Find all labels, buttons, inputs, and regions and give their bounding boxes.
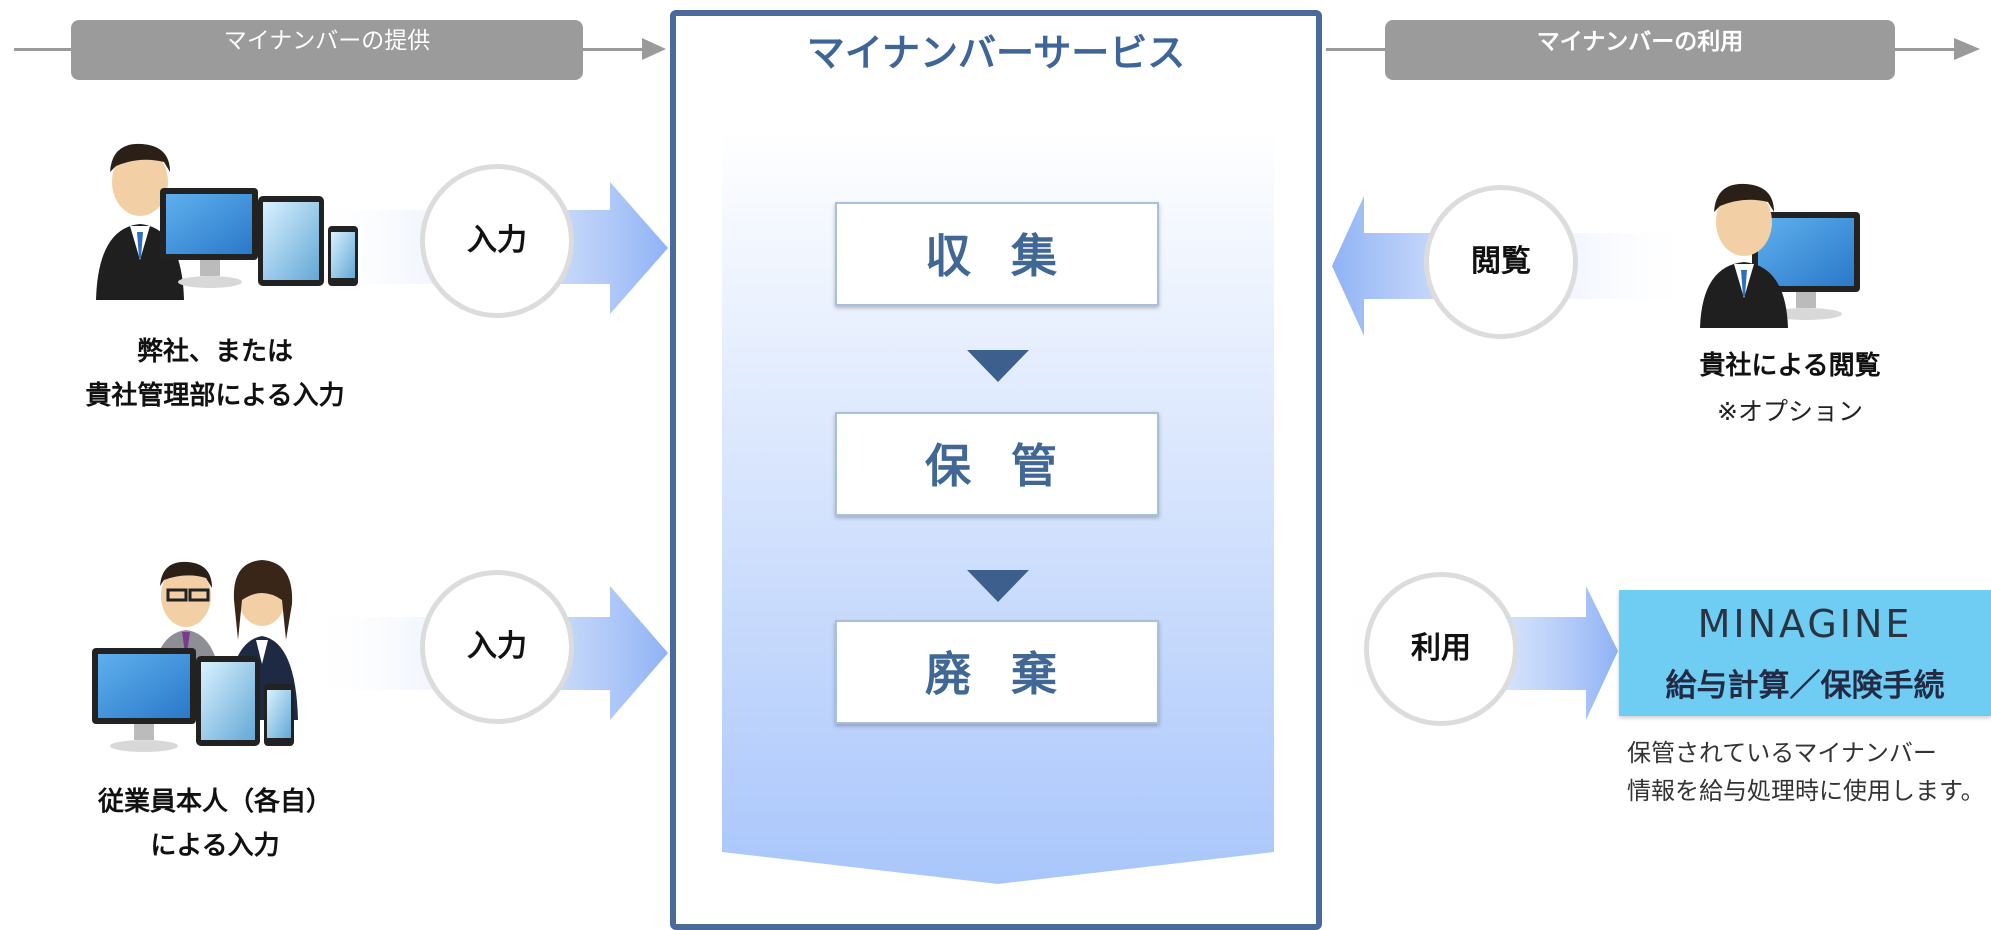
caption-left-bottom: 従業員本人（各自） による入力 <box>40 780 390 868</box>
monitor-icon <box>92 648 196 752</box>
tablet-icon <box>196 656 260 746</box>
center-title: マイナンバーサービス <box>806 31 1186 75</box>
header-right-label: マイナンバーの利用 <box>1385 20 1895 80</box>
step-store: 保 管 <box>835 412 1159 516</box>
caption-left-bottom-line2: による入力 <box>150 831 280 861</box>
caption-left-top-line2: 貴社管理部による入力 <box>85 381 345 411</box>
header-left-line <box>14 48 72 51</box>
caption-left-top-line1: 弊社、または <box>136 337 293 367</box>
step-dispose: 廃 棄 <box>835 620 1159 724</box>
action-circle-view: 閲覧 <box>1424 185 1578 339</box>
person-icon <box>1700 183 1788 328</box>
header-right-line <box>1326 48 1386 51</box>
header-left-line <box>582 48 642 51</box>
caption-right-top: 貴社による閲覧 <box>1699 351 1881 381</box>
product-description-line2: 情報を給与処理時に使用します。 <box>1627 777 1985 805</box>
header-right-arrowhead <box>1954 38 1980 60</box>
smartphone-icon <box>328 226 358 286</box>
monitor-icon <box>160 188 258 288</box>
step-arrow-icon <box>967 350 1029 382</box>
action-circle-use: 利用 <box>1364 572 1518 726</box>
smartphone-icon <box>264 684 294 746</box>
header-left-label: マイナンバーの提供 <box>71 20 583 80</box>
tablet-icon <box>258 196 324 286</box>
caption-left-bottom-line1: 従業員本人（各自） <box>97 787 332 817</box>
action-circle-input-top: 入力 <box>420 164 574 318</box>
step-arrow-icon <box>967 570 1029 602</box>
product-description-line1: 保管されているマイナンバー <box>1627 739 1937 767</box>
minagine-product-name: 給与計算／保険手続 <box>1665 668 1945 704</box>
header-right-line <box>1894 48 1954 51</box>
minagine-product-box: MINAGINE 給与計算／保険手続 <box>1619 590 1991 716</box>
step-collect: 収 集 <box>835 202 1159 306</box>
action-circle-input-bottom: 入力 <box>420 570 574 724</box>
product-description: 保管されているマイナンバー 情報を給与処理時に使用します。 <box>1627 734 1991 810</box>
option-note: ※オプション <box>1717 397 1863 426</box>
caption-left-top: 弊社、または 貴社管理部による入力 <box>40 330 390 418</box>
minagine-logo: MINAGINE <box>1697 602 1913 646</box>
header-left-arrowhead <box>642 38 666 60</box>
monitor-icon <box>1752 212 1860 320</box>
